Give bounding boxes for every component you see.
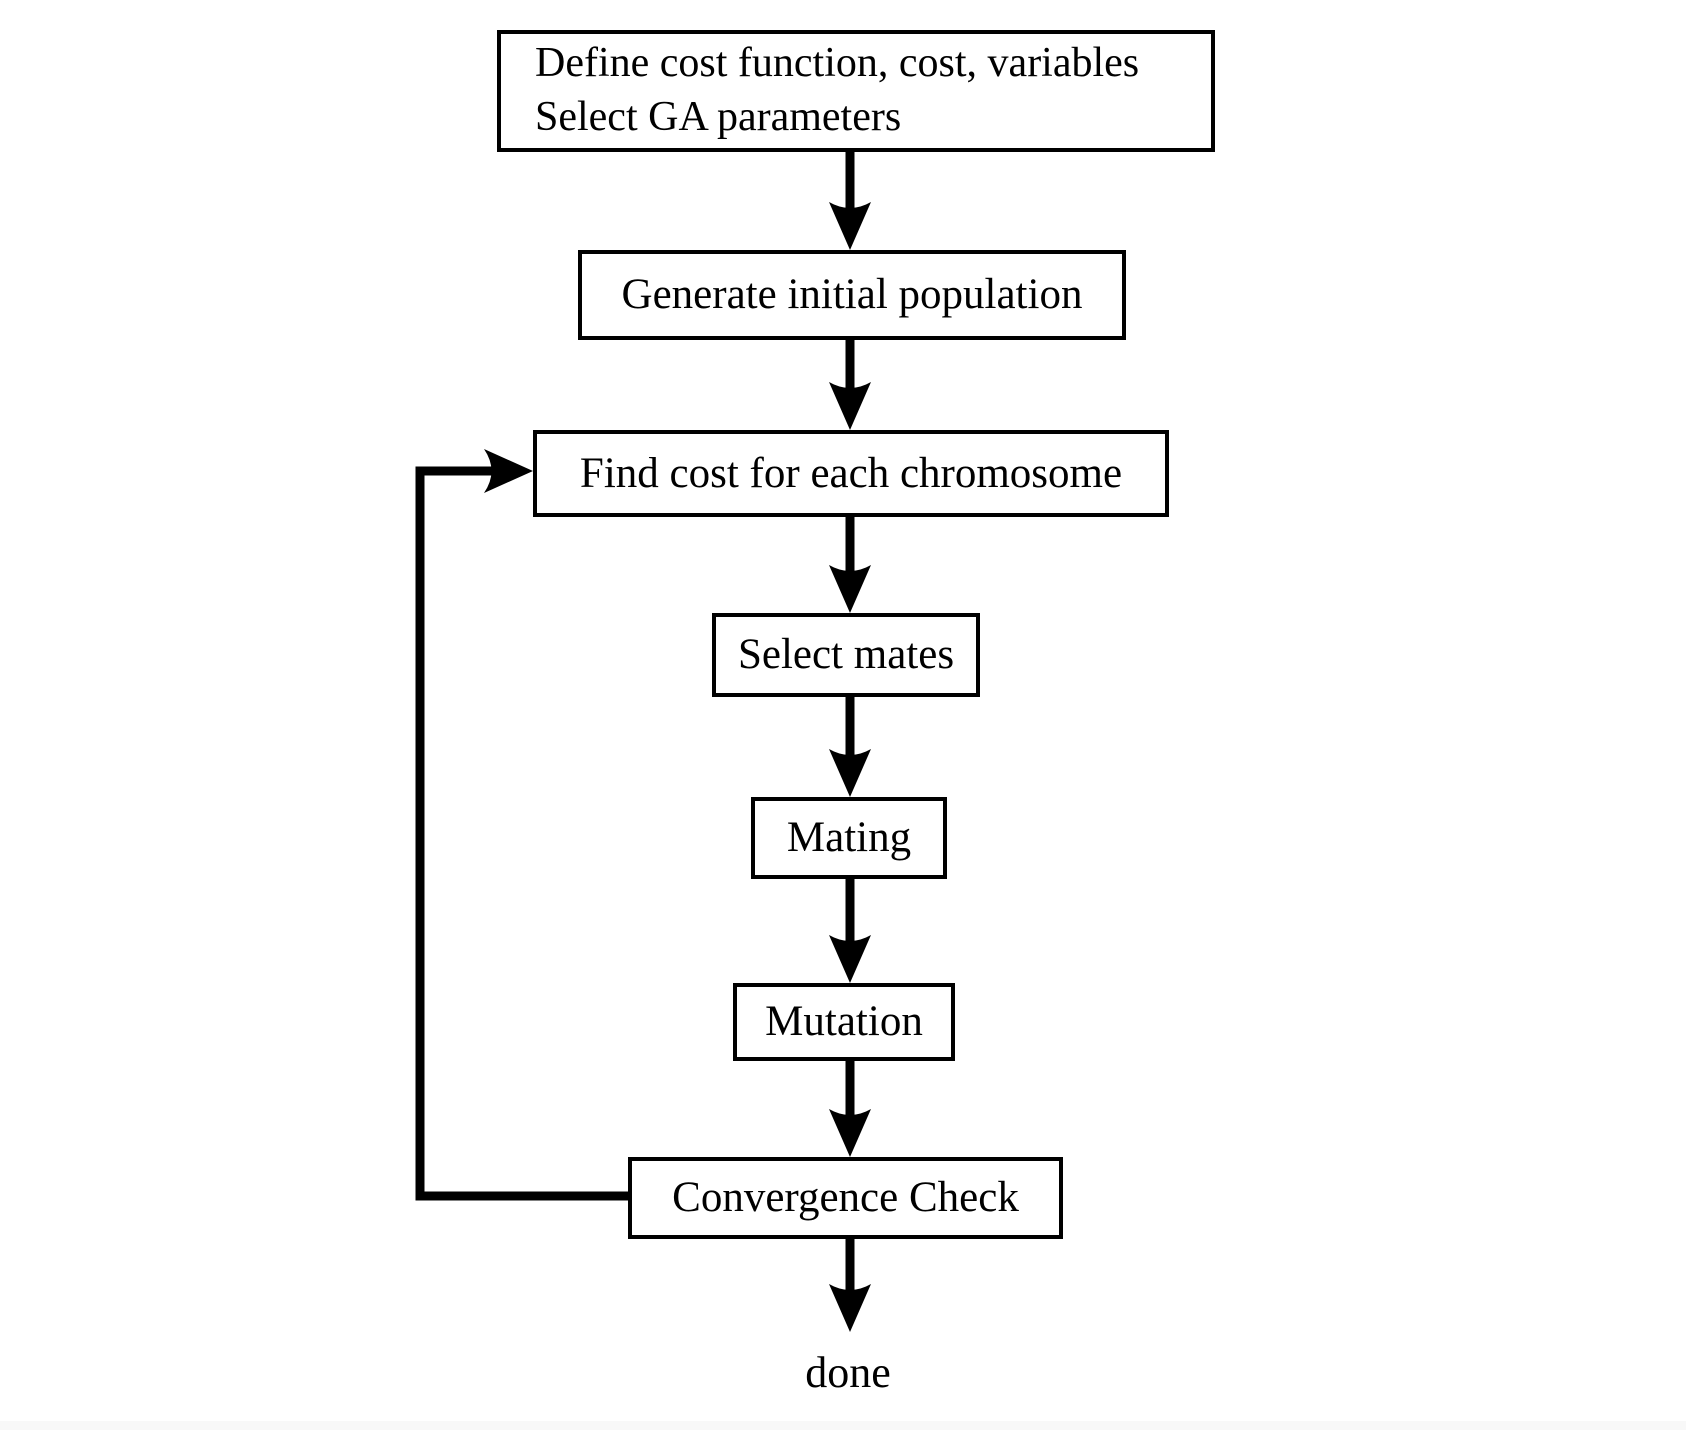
arrow-head-define-to-generate bbox=[829, 202, 871, 250]
arrow-head-mutation-to-convergence bbox=[829, 1109, 871, 1157]
footer-strip bbox=[0, 1421, 1686, 1430]
done-label: done bbox=[698, 1344, 998, 1400]
node-select-mates: Select mates bbox=[712, 613, 980, 697]
node-convergence-check: Convergence Check bbox=[628, 1157, 1063, 1239]
node-label: Mating bbox=[786, 814, 912, 862]
node-label: Generate initial population bbox=[621, 271, 1083, 319]
node-label: done bbox=[805, 1347, 891, 1397]
arrow-head-mating-to-mutation bbox=[829, 935, 871, 983]
node-label: Convergence Check bbox=[672, 1174, 1019, 1222]
arrow-head-convergence-to-done bbox=[829, 1284, 871, 1332]
node-define-parameters: Define cost function, cost, variables Se… bbox=[497, 30, 1215, 152]
node-label: Define cost function, cost, variables bbox=[535, 40, 1140, 87]
node-label: Find cost for each chromosome bbox=[579, 449, 1123, 497]
node-label: Select mates bbox=[737, 631, 955, 679]
node-label: Select GA parameters bbox=[535, 94, 902, 140]
node-generate-population: Generate initial population bbox=[578, 250, 1126, 340]
node-find-cost: Find cost for each chromosome bbox=[533, 430, 1169, 517]
node-label: Mutation bbox=[765, 998, 923, 1046]
feedback-loop-arrow-head bbox=[484, 449, 533, 493]
feedback-loop-line bbox=[415, 466, 628, 1201]
node-mutation: Mutation bbox=[733, 983, 955, 1061]
arrow-head-findcost-to-selectmates bbox=[829, 565, 871, 613]
node-mating: Mating bbox=[751, 797, 947, 879]
arrow-head-selectmates-to-mating bbox=[829, 749, 871, 797]
arrow-head-generate-to-findcost bbox=[829, 382, 871, 430]
